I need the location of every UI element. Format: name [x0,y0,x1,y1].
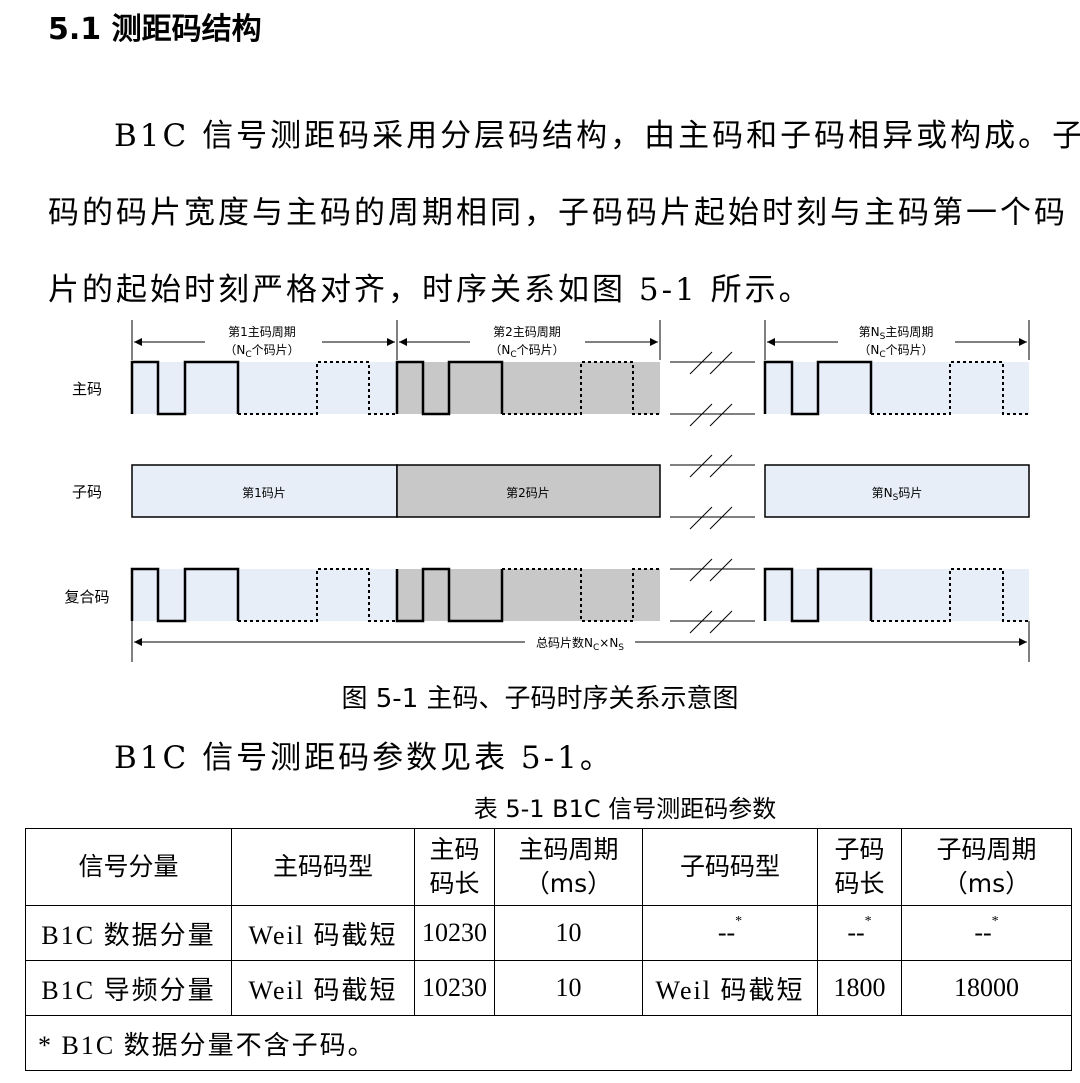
table-cell: Weil 码截短 [231,960,415,1016]
header-signal-component: 信号分量 [25,828,232,906]
table-cell: B1C 导频分量 [25,960,232,1016]
table-cell: 18000 [901,960,1072,1016]
secondary-chip-1: 第1码片 [242,486,286,500]
table-cell: --* [642,905,818,961]
header-primary-code-length: 主码码长 [414,828,495,906]
table-cell: B1C 数据分量 [25,905,232,961]
table-caption: 表 5-1 B1C 信号测距码参数 [473,795,777,823]
intro-line-3: 片的起始时刻严格对齐，时序关系如图 5-1 所示。 [48,272,813,308]
row-label-secondary: 子码 [72,483,102,501]
timing-diagram: 主码 子码 复合码 第1主码周期 （NC个码片） 第2主码周期 （NC个码片） … [64,320,1030,662]
table-cell: --* [901,905,1072,961]
table-cell: 1800 [817,960,902,1016]
row-label-composite: 复合码 [64,588,109,606]
table-reference-paragraph: B1C 信号测距码参数见表 5-1。 [114,740,614,776]
intro-line-2: 码的码片宽度与主码的周期相同，子码码片起始时刻与主码第一个码 [48,195,1068,231]
table-cell: --* [817,905,902,961]
table-cell: 10230 [414,960,495,1016]
total-chips-label: 总码片数NC×NS [536,635,624,653]
intro-line-1: B1C 信号测距码采用分层码结构，由主码和子码相异或构成。子 [114,118,1080,154]
period-1-chips: （NC个码片） [224,343,299,360]
table-cell: Weil 码截短 [642,960,818,1016]
period-2-chips: （NC个码片） [489,343,564,360]
header-secondary-code-length: 子码码长 [817,828,902,906]
header-primary-code-type: 主码码型 [231,828,415,906]
table-row: B1C 数据分量 Weil 码截短 10230 10 --* --* --* [25,905,1072,961]
primary-code-row [130,360,1029,416]
table-cell: 10 [494,960,643,1016]
secondary-chip-2: 第2码片 [506,486,550,500]
ranging-code-parameters-table: 信号分量 主码码型 主码码长 主码周期（ms） 子码码型 子码码长 子码周期（m… [25,828,1072,1071]
period-n-chips: （NC个码片） [858,343,933,360]
total-chips-arrow: 总码片数NC×NS [131,621,1030,662]
period-header-1: 第1主码周期 （NC个码片） [131,320,398,360]
table-cell: 10230 [414,905,495,961]
period-2-title: 第2主码周期 [493,325,561,339]
figure-caption: 图 5-1 主码、子码时序关系示意图 [341,684,739,714]
composite-code-row [130,567,1029,623]
header-secondary-code-period: 子码周期（ms） [901,828,1072,906]
row-label-primary: 主码 [72,380,102,398]
period-header-2: 第2主码周期 （NC个码片） [399,320,661,360]
period-n-title: 第NS主码周期 [859,325,934,342]
table-header-row: 信号分量 主码码型 主码码长 主码周期（ms） 子码码型 子码码长 子码周期（m… [25,828,1072,906]
table-row: B1C 导频分量 Weil 码截短 10230 10 Weil 码截短 1800… [25,960,1072,1016]
intro-paragraph: B1C 信号测距码采用分层码结构，由主码和子码相异或构成。子 码的码片宽度与主码… [48,98,1080,329]
period-header-n: 第NS主码周期 （NC个码片） [764,320,1030,360]
table-cell: 10 [494,905,643,961]
header-secondary-code-type: 子码码型 [642,828,818,906]
section-title: 5.1 测距码结构 [48,12,262,47]
table-cell: Weil 码截短 [231,905,415,961]
table-footnote: * B1C 数据分量不含子码。 [25,1015,1072,1071]
break-marks [670,351,755,634]
table-note-row: * B1C 数据分量不含子码。 [25,1015,1072,1071]
header-primary-code-period: 主码周期（ms） [494,828,643,906]
secondary-code-row: 第1码片 第2码片 第NS码片 [131,464,1030,518]
period-1-title: 第1主码周期 [228,325,296,339]
secondary-chip-n: 第NS码片 [872,486,923,503]
